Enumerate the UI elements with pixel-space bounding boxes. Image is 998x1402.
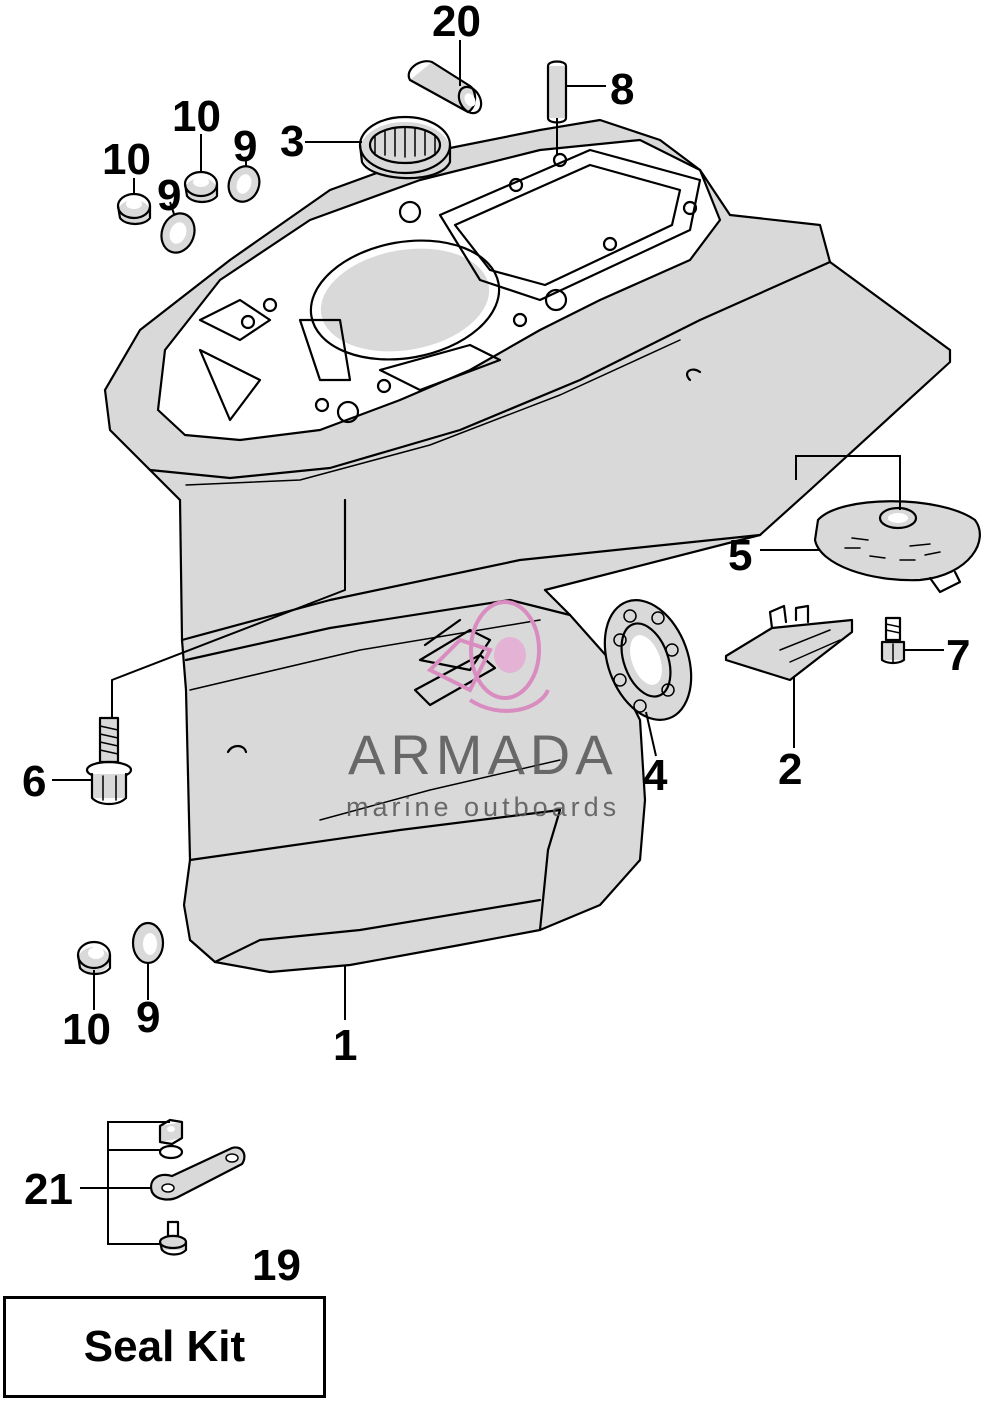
callout-10-upper-b: 10 bbox=[172, 92, 221, 141]
callout-9-upper-b: 9 bbox=[233, 122, 257, 171]
needle-bearing-part-3 bbox=[358, 115, 452, 180]
leader-lines bbox=[52, 40, 944, 1245]
callout-20: 20 bbox=[432, 0, 481, 46]
seal-part-9-lower bbox=[131, 921, 165, 965]
washer-part-10-upper-b bbox=[183, 170, 219, 204]
watermark-brand: ARMADA bbox=[348, 723, 618, 786]
callout-7: 7 bbox=[946, 631, 970, 680]
screw-part-21 bbox=[158, 1220, 188, 1256]
armada-watermark: ARMADA marine outboards bbox=[346, 600, 620, 822]
callout-4: 4 bbox=[643, 751, 668, 800]
bolt-part-7 bbox=[880, 616, 906, 665]
callout-5: 5 bbox=[728, 531, 752, 580]
gearcase-housing bbox=[103, 118, 952, 974]
callout-3: 3 bbox=[280, 117, 304, 166]
callout-1: 1 bbox=[333, 1021, 357, 1070]
callout-numbers: 1 2 3 4 5 6 7 8 9 9 9 10 10 10 19 20 21 bbox=[22, 0, 970, 1290]
sleeve-part-20 bbox=[407, 60, 483, 115]
washer-part-10-upper-a bbox=[116, 192, 152, 226]
washer-part-21 bbox=[158, 1144, 184, 1160]
dowel-pin-part-8 bbox=[546, 60, 568, 124]
anode-part-2 bbox=[724, 604, 854, 682]
callout-10-lower: 10 bbox=[62, 1005, 111, 1054]
seal-kit-box: Seal Kit bbox=[3, 1296, 326, 1398]
armada-logo-icon bbox=[426, 600, 550, 713]
callout-8: 8 bbox=[610, 65, 634, 114]
callout-9-lower: 9 bbox=[136, 993, 160, 1042]
callout-10-upper-a: 10 bbox=[102, 135, 151, 184]
bolt-part-6 bbox=[85, 716, 133, 806]
nut-part-21 bbox=[158, 1118, 184, 1146]
ball-bearing-part-4 bbox=[603, 599, 693, 721]
washer-part-10-lower bbox=[76, 940, 112, 976]
watermark-tagline: marine outboards bbox=[346, 792, 620, 822]
callout-2: 2 bbox=[778, 745, 802, 794]
callout-6: 6 bbox=[22, 757, 46, 806]
seal-kit-label: Seal Kit bbox=[83, 1322, 246, 1371]
cover-plate-part-21 bbox=[150, 1146, 246, 1201]
callout-19: 19 bbox=[252, 1241, 301, 1290]
seal-part-9-upper-a bbox=[160, 212, 196, 254]
seal-part-9-upper-b bbox=[227, 165, 261, 203]
scoop-plate-part-5 bbox=[813, 500, 981, 594]
callout-21: 21 bbox=[24, 1165, 73, 1214]
callout-9-upper-a: 9 bbox=[157, 171, 181, 220]
